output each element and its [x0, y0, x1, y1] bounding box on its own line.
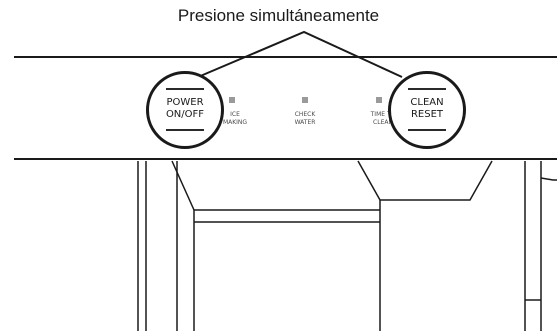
- power-on-off-button[interactable]: POWER ON/OFF: [146, 71, 224, 149]
- check-water-indicator-light: [302, 97, 308, 103]
- power-button-top-bar: [166, 88, 204, 90]
- power-button-label-line2: ON/OFF: [165, 109, 205, 120]
- ice-making-label-line1: ICE: [230, 111, 240, 118]
- instruction-label: Presione simultáneamente: [177, 6, 380, 25]
- paddle-housing: [357, 160, 493, 201]
- clean-button-label-line1: CLEAN: [410, 97, 444, 108]
- callout-lines: [197, 30, 403, 78]
- check-water-label-line1: CHECK: [294, 111, 316, 118]
- clean-button-top-bar: [408, 88, 446, 90]
- time-to-clean-indicator-light: [376, 97, 382, 103]
- power-button-label-line1: POWER: [166, 97, 204, 108]
- ice-making-label-line2: MAKING: [222, 119, 248, 126]
- recess-left-slant: [171, 160, 195, 211]
- time-to-clean-label-line1: TIME TO: [370, 111, 396, 118]
- right-edge-detail: [540, 177, 557, 181]
- clean-button-bottom-bar: [408, 129, 446, 131]
- power-button-bottom-bar: [166, 129, 204, 131]
- ice-making-indicator-light: [229, 97, 235, 103]
- clean-reset-button[interactable]: CLEAN RESET: [388, 71, 466, 149]
- time-to-clean-label: TIME TO CLEAN: [358, 111, 408, 127]
- check-water-label: CHECK WATER: [280, 111, 330, 127]
- clean-button-label-line2: RESET: [410, 109, 444, 120]
- time-to-clean-label-line2: CLEAN: [373, 119, 393, 126]
- check-water-label-line2: WATER: [294, 119, 316, 126]
- ice-making-label: ICE MAKING: [210, 111, 260, 127]
